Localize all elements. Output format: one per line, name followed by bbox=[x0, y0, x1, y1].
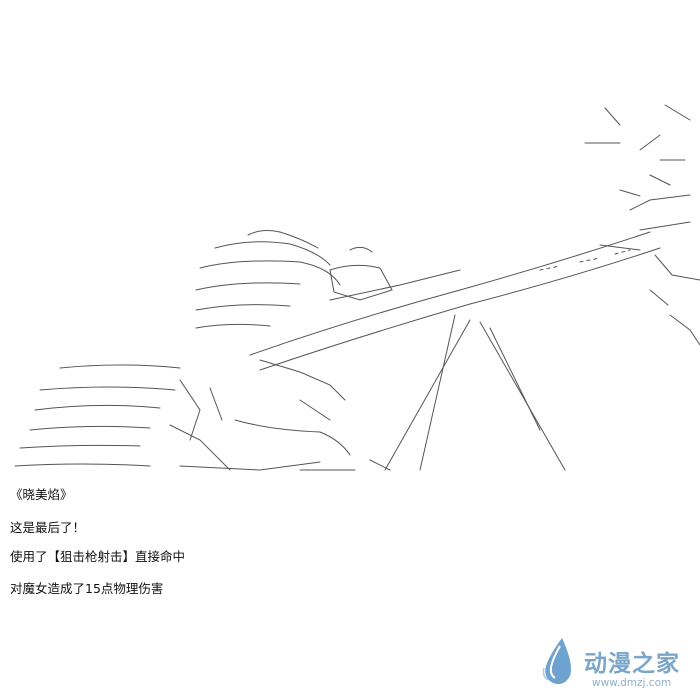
speaker-name: 《晓美焰》 bbox=[10, 487, 73, 502]
dialogue-line: 这是最后了！ bbox=[10, 520, 86, 535]
site-watermark: 动漫之家 www.dmzj.com bbox=[540, 636, 690, 692]
water-drop-logo-icon bbox=[542, 638, 571, 685]
site-url: www.dmzj.com bbox=[592, 677, 672, 689]
ascii-art-illustration bbox=[14, 104, 700, 471]
site-name: 动漫之家 bbox=[584, 651, 680, 677]
action-line: 使用了【狙击枪射击】直接命中 bbox=[10, 549, 186, 564]
damage-line: 对魔女造成了15点物理伤害 bbox=[10, 581, 164, 596]
sniper-rifle-ascii-art-icon bbox=[14, 104, 700, 471]
